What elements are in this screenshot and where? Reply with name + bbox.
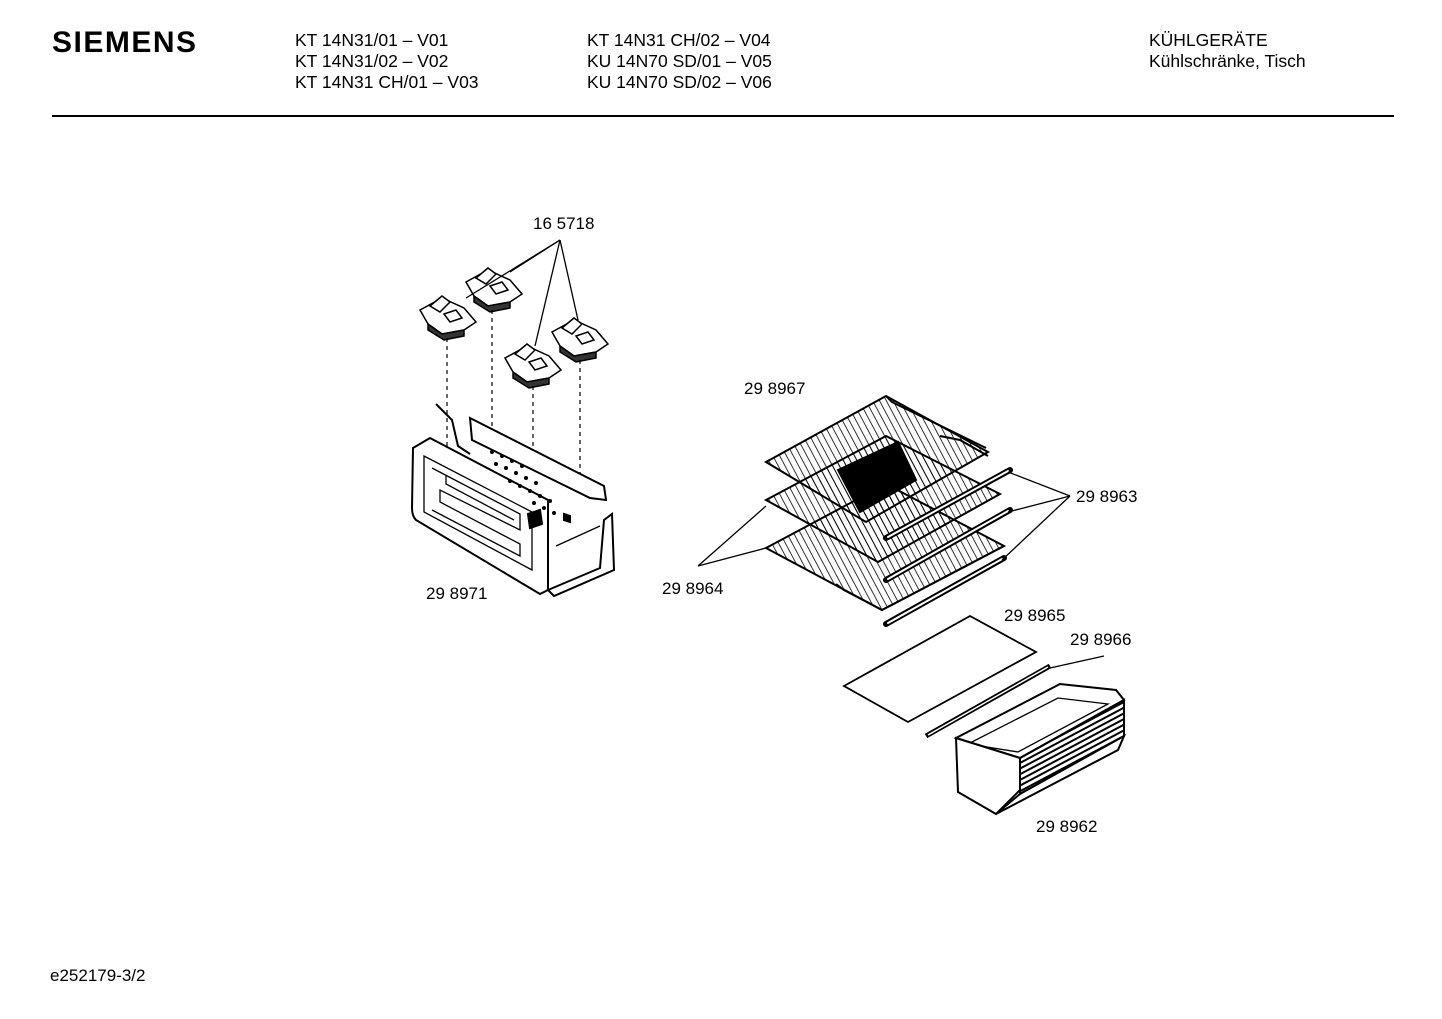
model-item: KU 14N70 SD/02 – V06 — [587, 72, 772, 92]
label-glass-plate: 29 8965 — [1004, 606, 1065, 625]
brand-logo: SIEMENS — [52, 26, 198, 59]
model-list-2: KT 14N31 CH/02 – V04 KU 14N70 SD/01 – V0… — [587, 30, 772, 93]
model-item: KT 14N31 CH/01 – V03 — [295, 72, 479, 92]
model-list-1: KT 14N31/01 – V01 KT 14N31/02 – V02 KT 1… — [295, 30, 479, 93]
evaporator-part — [410, 403, 616, 598]
model-item: KT 14N31/01 – V01 — [295, 30, 449, 50]
category-subtitle: Kühlschränke, Tisch — [1149, 51, 1306, 71]
shelf-rails-inner — [887, 470, 1009, 624]
drawer-part — [953, 682, 1127, 816]
label-shelf-top: 29 8967 — [744, 379, 805, 398]
shelf-leader-lines — [697, 471, 1071, 567]
glass-plate-part — [842, 614, 1105, 739]
label-clips: 16 5718 — [533, 214, 594, 233]
clip-leader-lines — [465, 239, 579, 347]
label-rails: 29 8963 — [1076, 487, 1137, 506]
header-divider — [52, 115, 1394, 117]
clip-dashed-guides — [446, 310, 581, 476]
label-drawer: 29 8962 — [1036, 817, 1097, 836]
model-item: KU 14N70 SD/01 – V05 — [587, 51, 772, 71]
document-code: e252179-3/2 — [50, 966, 146, 985]
model-item: KT 14N31/02 – V02 — [295, 51, 449, 71]
clip-parts — [418, 267, 610, 389]
label-shelves: 29 8964 — [662, 579, 723, 598]
wire-shelves — [763, 394, 1007, 612]
label-evaporator: 29 8971 — [426, 584, 487, 603]
category-title: KÜHLGERÄTE — [1149, 30, 1268, 50]
category-block: KÜHLGERÄTE Kühlschränke, Tisch — [1149, 30, 1306, 72]
model-item: KT 14N31 CH/02 – V04 — [587, 30, 771, 50]
label-glass-strip: 29 8966 — [1070, 630, 1131, 649]
